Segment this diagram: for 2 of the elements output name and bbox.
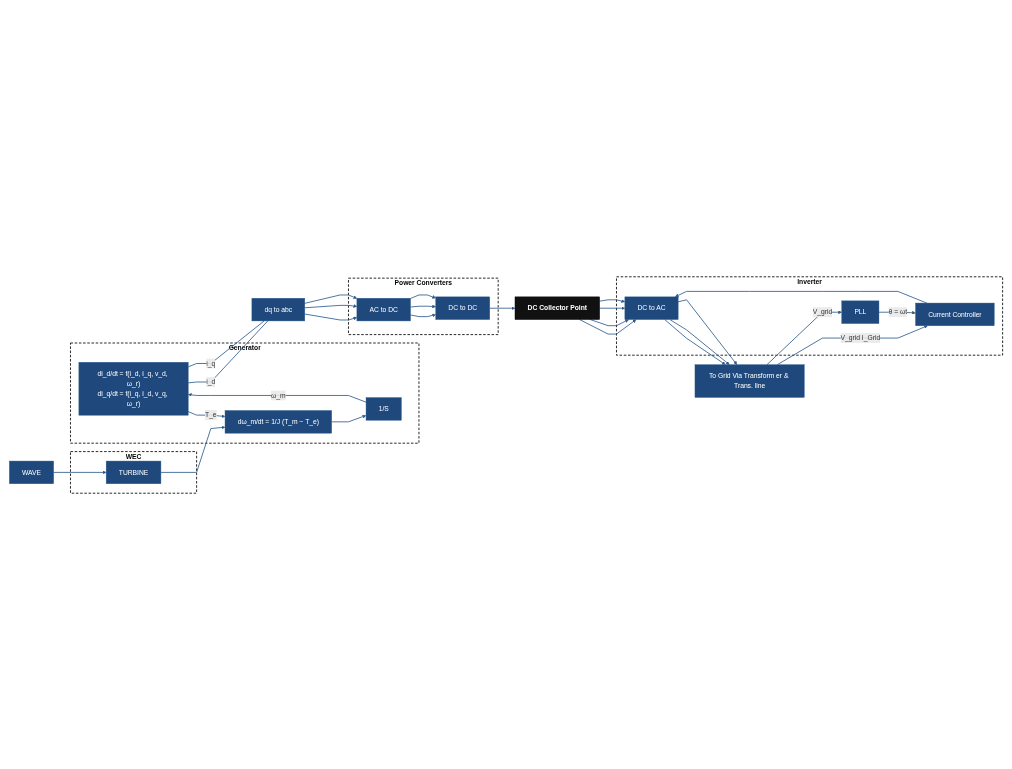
connector xyxy=(187,320,269,383)
connector xyxy=(187,320,265,367)
